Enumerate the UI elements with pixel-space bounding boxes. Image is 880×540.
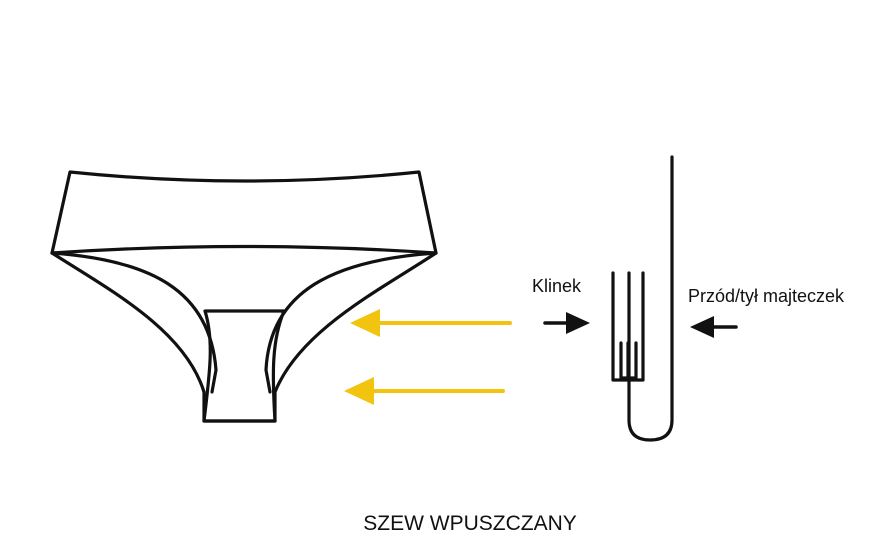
arrow-left-icon [690,316,738,338]
briefs-gusset-panel [202,309,286,423]
seam-cross-section-icon [611,155,674,442]
diagram-caption: SZEW WPUSZCZANY [363,512,577,535]
briefs-waistband [50,170,438,255]
briefs-body-outline [50,251,438,423]
arrow-right-icon [543,312,590,334]
seam-gusset-fabric [611,271,645,382]
seam-main-fabric [627,155,674,442]
gusset-label: Klinek [532,276,582,296]
briefs-outline-icon [50,170,438,423]
arrow-left-icon [344,377,505,405]
briefs-left-leg-opening [50,251,218,394]
seam-allowance-fold [619,341,638,380]
arrow-left-icon [350,309,512,337]
briefs-right-leg-opening [264,251,438,394]
front-back-label: Przód/tył majteczek [688,286,845,306]
